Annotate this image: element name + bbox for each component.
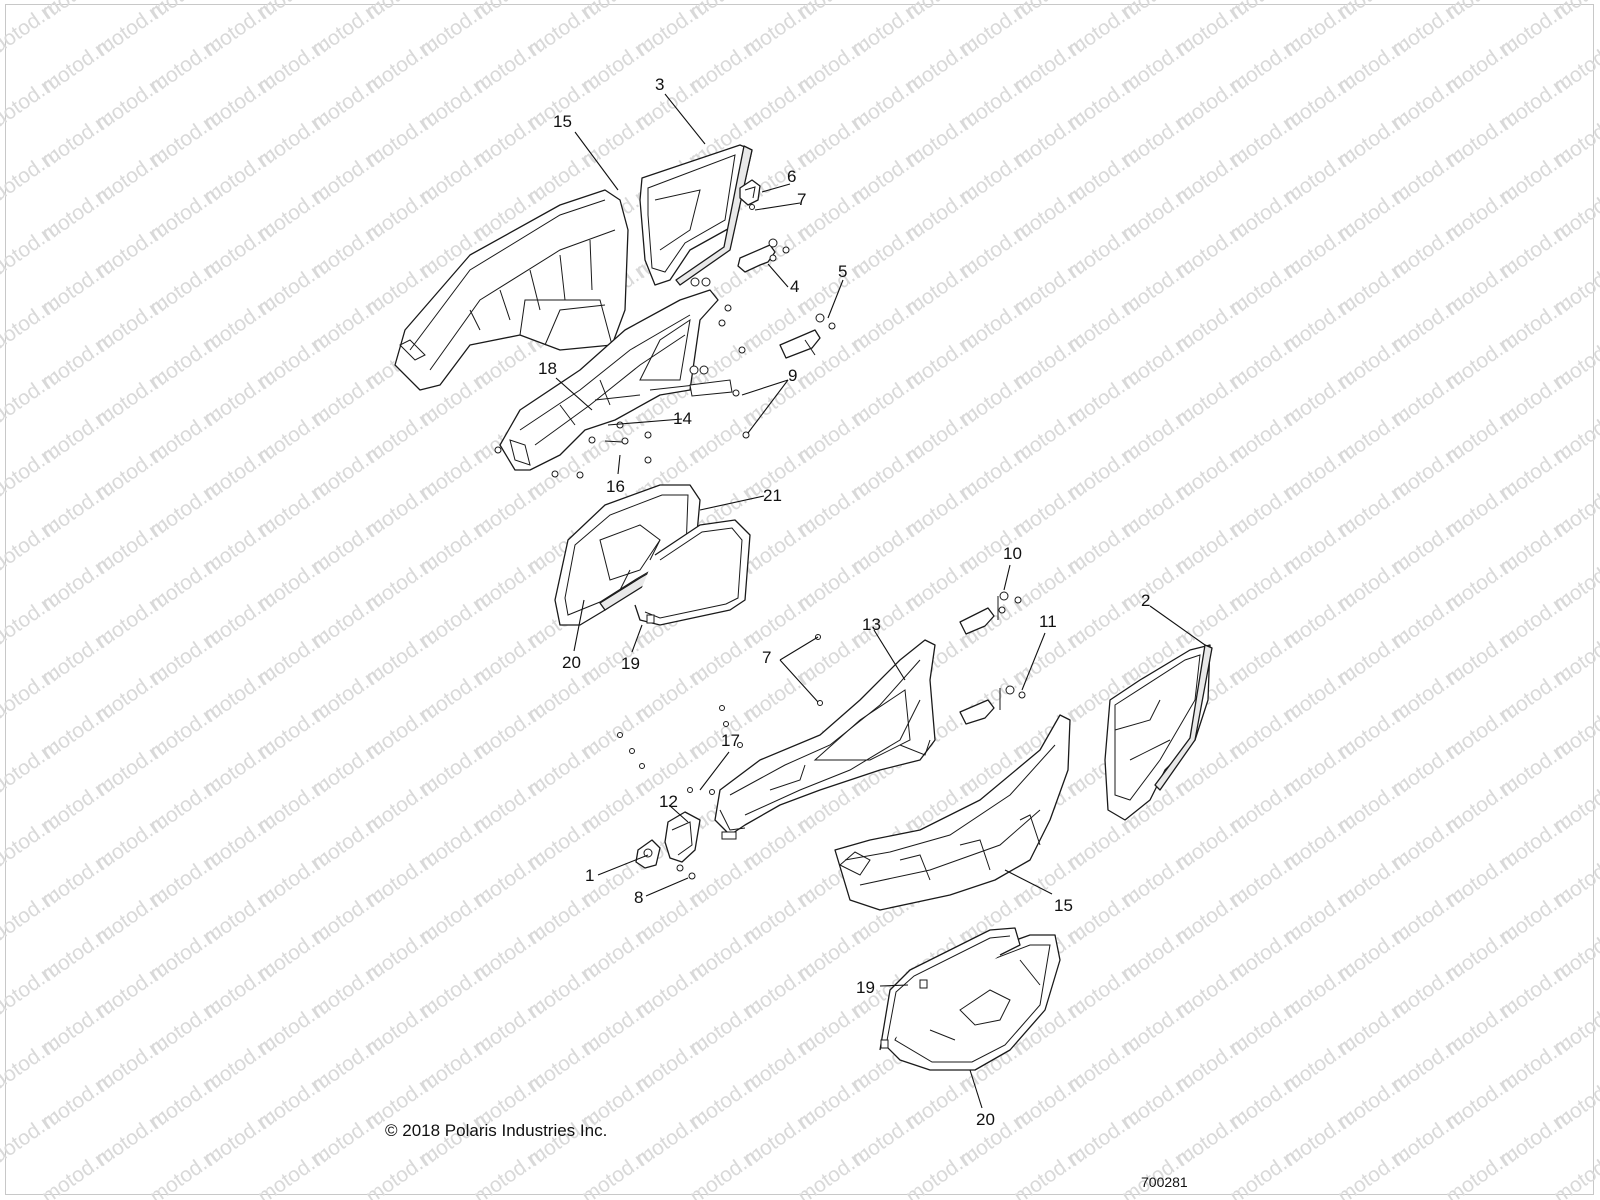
- watermark-text: motod.ru: [254, 1142, 335, 1200]
- callout-7: 7: [797, 190, 806, 209]
- callout-11: 11: [1039, 612, 1057, 631]
- callout-17: 17: [721, 731, 740, 750]
- callout-16: 16: [606, 477, 625, 496]
- callout-19: 19: [621, 654, 640, 673]
- callout-6: 6: [787, 167, 796, 186]
- callout-21: 21: [763, 486, 782, 505]
- callout-3: 3: [655, 75, 664, 94]
- callout-2: 2: [1141, 591, 1150, 610]
- watermark-text: motod.ru: [1334, 1142, 1415, 1200]
- door-bar-upper: [634, 519, 751, 626]
- watermark-text: motod.ru: [1550, 1142, 1600, 1200]
- watermark-text: motod.ru: [1442, 1142, 1523, 1200]
- callout-1: 1: [585, 866, 594, 885]
- watermark-text: motod.ru: [38, 1142, 119, 1200]
- callout-15: 15: [1054, 896, 1073, 915]
- door-panel-lower: [834, 714, 1071, 911]
- callout-19: 19: [856, 978, 875, 997]
- callout-18: 18: [538, 359, 557, 378]
- door-panel-upper: [394, 189, 629, 391]
- hinge-bracket-11: [959, 688, 1001, 725]
- door-frame-upper: [499, 289, 733, 471]
- watermark-text: motod.ru: [686, 1142, 767, 1200]
- leader-16-tick: [604, 440, 623, 443]
- copyright-notice: © 2018 Polaris Industries Inc.: [385, 1121, 608, 1140]
- watermark-text: motod.ru: [0, 0, 65, 61]
- door-frame-lower: [714, 639, 936, 840]
- watermark-text: motod.ru: [0, 0, 11, 24]
- hinge-bracket-5: [779, 313, 836, 359]
- callout-12: 12: [659, 792, 678, 811]
- door-panel-inner-upper: [639, 144, 753, 286]
- leader-lines: [555, 93, 1206, 1109]
- door-panel-2: [1104, 644, 1213, 821]
- diagram-frame: [5, 4, 1594, 1195]
- watermark-text: motod.ru: [362, 1142, 443, 1200]
- hinge-bracket-4: [737, 238, 790, 273]
- callout-10: 10: [1003, 544, 1022, 563]
- door-bar-lower: [879, 927, 1021, 1051]
- callout-labels: 3 15 6 7 4 5 9 18 14 16 21 20 19 10 11 2…: [538, 75, 1150, 1129]
- callout-7: 7: [762, 648, 771, 667]
- callout-4: 4: [790, 277, 799, 296]
- callout-14: 14: [673, 409, 692, 428]
- hinge-bracket-6: [739, 179, 761, 206]
- watermark-text: motod.ru: [578, 1142, 659, 1200]
- callout-15: 15: [553, 112, 572, 131]
- callout-13: 13: [862, 615, 881, 634]
- bolts-lower: [617, 591, 1026, 795]
- watermark-text: motod.ru: [1226, 1142, 1307, 1200]
- callout-8: 8: [634, 888, 643, 907]
- watermark-text: motod.ru: [902, 1142, 983, 1200]
- watermark-text: motod.ru: [1010, 1142, 1091, 1200]
- watermark-text: motod.ru: [1118, 1142, 1199, 1200]
- watermark-text: motod.ru: [794, 1142, 875, 1200]
- latch-12: [635, 811, 701, 880]
- bolts-upper: [494, 204, 755, 479]
- watermark-text: motod.ru: [470, 1142, 551, 1200]
- watermark-text: motod.ru: [146, 1142, 227, 1200]
- callout-20: 20: [976, 1110, 995, 1129]
- callout-9: 9: [788, 366, 797, 385]
- hinge-bracket-10: [959, 596, 999, 635]
- diagram-number: 700281: [1141, 1174, 1188, 1190]
- callout-20: 20: [562, 653, 581, 672]
- callout-5: 5: [838, 262, 847, 281]
